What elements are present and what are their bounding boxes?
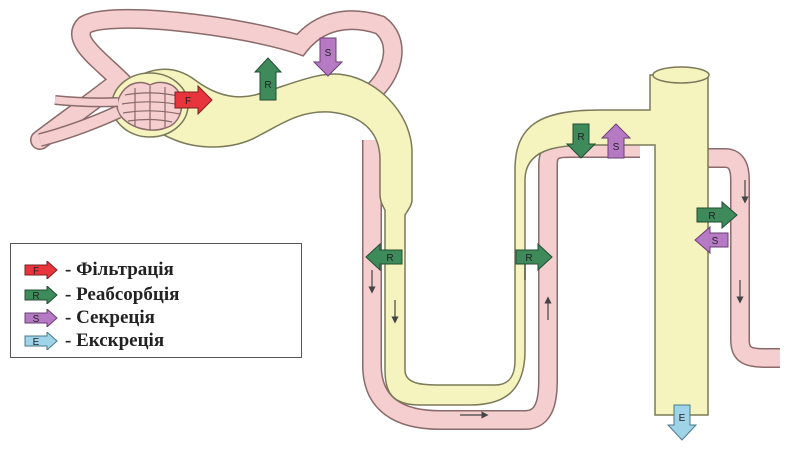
flow-arrows — [368, 180, 749, 419]
peritubular-capillary — [30, 8, 780, 430]
legend-item-secretion: S - Секреція — [23, 307, 155, 329]
svg-text:R: R — [32, 291, 39, 302]
secretion-arrow-icon: S — [24, 309, 58, 327]
legend-label: - Секреція — [65, 307, 155, 328]
legend-item-filtration: F - Фільтрація — [23, 259, 174, 281]
svg-text:R: R — [577, 132, 584, 143]
legend-item-excretion: E - Екскреція — [23, 330, 164, 352]
legend-label: - Реабсорбція — [65, 284, 180, 305]
legend-label: - Фільтрація — [65, 259, 174, 280]
svg-text:S: S — [325, 48, 332, 59]
legend: F - Фільтрація R - Реабсорбція S - Секре… — [10, 243, 302, 358]
svg-text:E: E — [679, 413, 686, 424]
svg-text:S: S — [33, 314, 40, 325]
filtration-arrow: F — [174, 84, 213, 116]
process-arrows: F R S R R R S — [174, 37, 738, 441]
svg-text:E: E — [33, 337, 40, 348]
svg-text:F: F — [185, 96, 191, 107]
reabsorption-arrow: R — [515, 242, 553, 272]
reabsorption-arrow: R — [253, 57, 283, 101]
legend-item-reabsorption: R - Реабсорбція — [23, 284, 179, 306]
excretion-arrow-icon: E — [24, 332, 58, 350]
secretion-arrow: S — [312, 37, 344, 77]
nephron-tubule — [124, 66, 710, 416]
legend-label: - Екскреція — [65, 330, 165, 351]
svg-text:R: R — [264, 80, 271, 91]
reabsorption-arrow-icon: R — [24, 286, 58, 304]
svg-text:R: R — [708, 211, 715, 222]
filtration-arrow-icon: F — [24, 261, 58, 279]
svg-text:R: R — [525, 253, 532, 264]
excretion-arrow: E — [666, 404, 698, 441]
svg-text:S: S — [613, 142, 620, 153]
reabsorption-arrow: R — [696, 200, 738, 230]
svg-text:S: S — [712, 236, 719, 247]
secretion-arrow: S — [600, 123, 632, 159]
reabsorption-arrow: R — [565, 123, 597, 159]
reabsorption-arrow: R — [365, 242, 403, 272]
glomerulus — [38, 72, 189, 147]
secretion-arrow: S — [694, 225, 729, 255]
svg-text:R: R — [386, 253, 393, 264]
svg-text:F: F — [33, 266, 39, 277]
